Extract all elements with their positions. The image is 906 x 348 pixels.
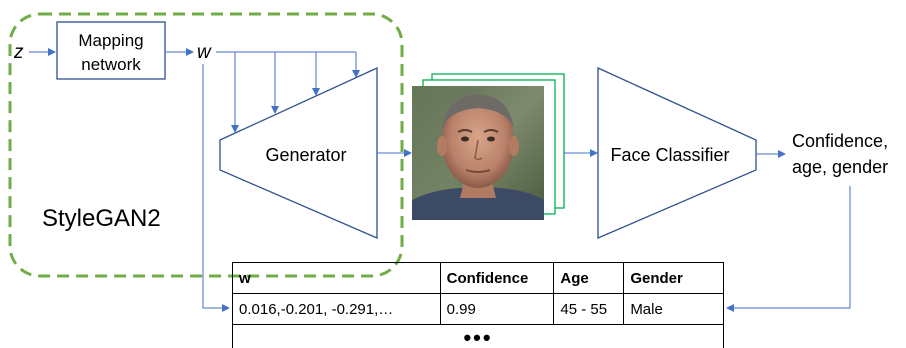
output-label-line1: Confidence, [792, 131, 888, 151]
cell-w: 0.016,-0.201, -0.291,… [232, 293, 441, 325]
input-z-label: z [13, 42, 24, 63]
header-age: Age [553, 262, 625, 294]
mapping-network-label-line1: Mapping [78, 31, 143, 50]
results-table: w Confidence Age Gender 0.016,-0.201, -0… [232, 262, 724, 348]
generated-face-image [412, 86, 544, 220]
cell-age: 45 - 55 [553, 293, 625, 325]
table-ellipsis-row: ••• [232, 324, 724, 348]
stylegan2-group [8, 12, 404, 278]
header-confidence: Confidence [439, 262, 555, 294]
mapping-network-box [56, 21, 166, 80]
face-classifier-block [597, 66, 757, 239]
header-w: w [232, 262, 441, 294]
header-gender: Gender [623, 262, 724, 294]
results-table-container: w Confidence Age Gender 0.016,-0.201, -0… [232, 262, 724, 348]
cell-confidence: 0.99 [439, 293, 555, 325]
latent-w-label: w [197, 42, 212, 63]
output-label-line2: age, gender [792, 157, 888, 177]
generator-label: Generator [265, 145, 346, 165]
table-row: 0.016,-0.201, -0.291,… 0.99 45 - 55 Male [232, 293, 724, 325]
cell-gender: Male [623, 293, 724, 325]
stylegan2-label: StyleGAN2 [42, 205, 161, 232]
face-classifier-label: Face Classifier [610, 145, 729, 165]
generator-block [219, 66, 378, 239]
arrow-w-to-table [202, 64, 230, 312]
table-ellipsis: ••• [232, 324, 724, 348]
mapping-network-label-line2: network [81, 55, 141, 74]
arrow-output-to-table [726, 186, 851, 312]
table-header-row: w Confidence Age Gender [232, 262, 724, 294]
